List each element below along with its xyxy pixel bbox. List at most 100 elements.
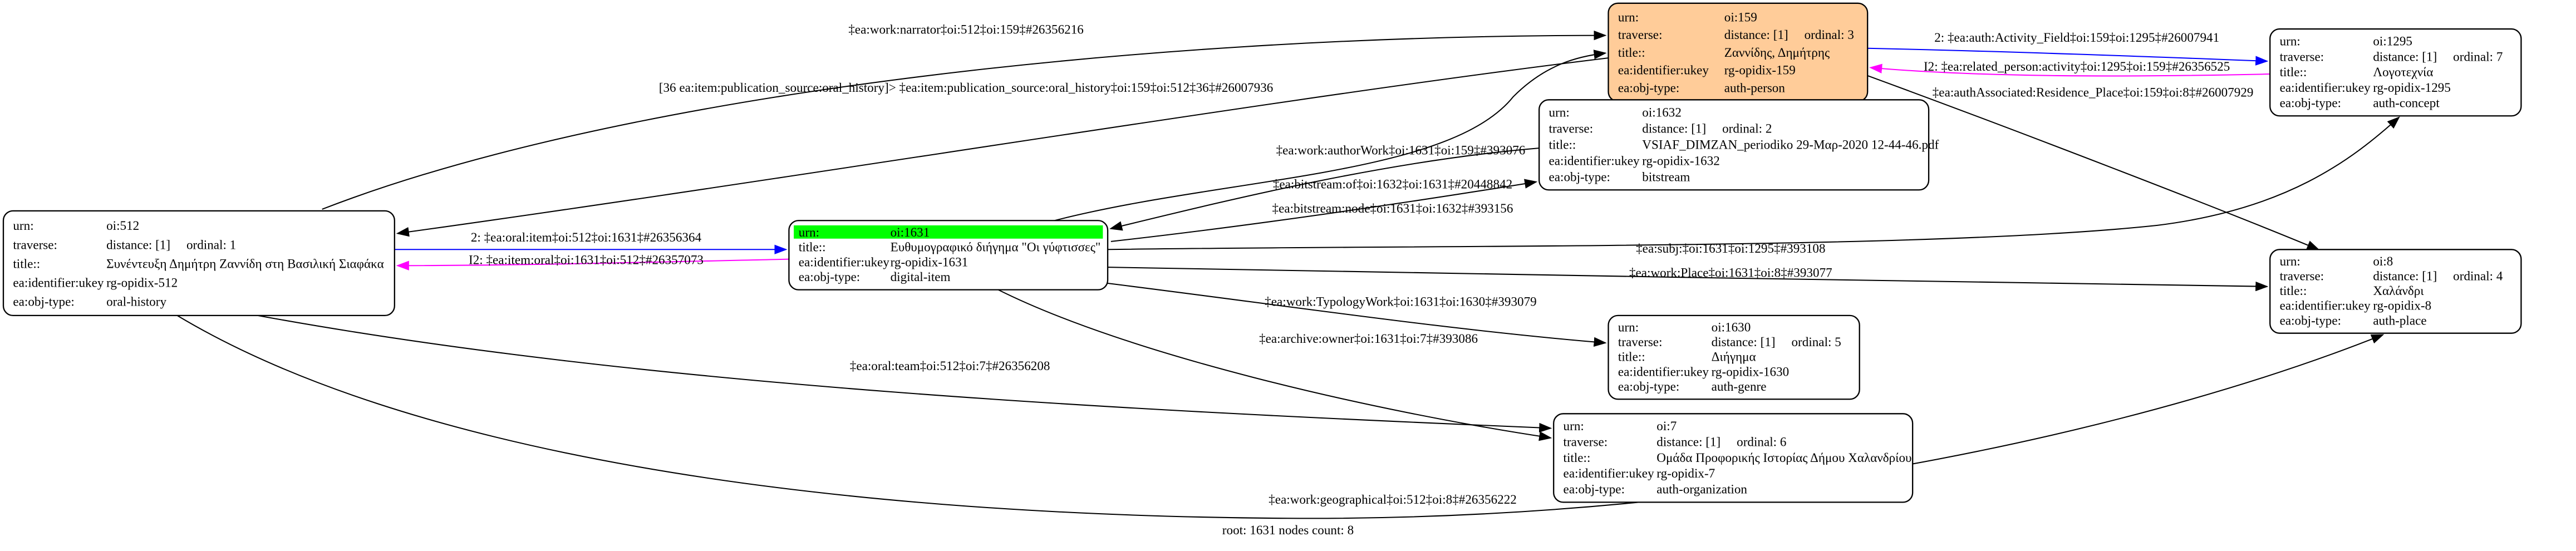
node-field-value: oi:159 <box>1724 10 1757 24</box>
node-field-value: Συνέντευξη Δημήτρη Ζαννίδη στη Βασιλική … <box>106 257 384 271</box>
graph-footer: root: 1631 nodes count: 8 <box>1222 523 1354 538</box>
edge-label: ‡ea:work:TypologyWork‡oi:1631‡oi:1630‡#3… <box>1265 295 1537 309</box>
graph-edge[interactable]: ‡ea:oral:team‡oi:512‡oi:7‡#26356208 <box>257 314 1552 433</box>
node-field-key: ea:identifier:ukey <box>799 255 890 269</box>
edge-label: I2: ‡ea:related_person:activity‡oi:1295‡… <box>1924 60 2230 74</box>
node-field-value: rg-opidix-7 <box>1656 466 1715 481</box>
node-field-value: distance: [1] ordinal: 7 <box>2373 50 2503 64</box>
edge-label: ‡ea:oral:team‡oi:512‡oi:7‡#26356208 <box>850 359 1050 373</box>
node-field-key: ea:identifier:ukey <box>13 276 104 291</box>
node-field-value: Διήγημα <box>1712 350 1756 365</box>
graph-edge[interactable]: ‡ea:work:narrator‡oi:512‡oi:159‡#2635621… <box>322 23 1607 210</box>
node-field-value: oi:7 <box>1656 419 1677 434</box>
node-field-value: distance: [1] ordinal: 3 <box>1724 28 1854 42</box>
node-field-value: auth-organization <box>1656 483 1747 497</box>
node-field-key: traverse: <box>2280 50 2324 64</box>
edge-line <box>257 314 1552 433</box>
node-field-key: title:: <box>799 240 826 255</box>
graph-edge[interactable]: ‡ea:bitstream:node‡oi:1631‡oi:1632‡#3931… <box>1110 179 1538 242</box>
edge-line <box>997 289 1552 441</box>
node-field-value: rg-opidix-8 <box>2373 299 2431 313</box>
node-field-key: urn: <box>1549 106 1570 120</box>
node-field-key: urn: <box>2280 254 2300 269</box>
node-field-key: ea:obj-type: <box>2280 96 2341 111</box>
edge-line <box>1867 75 2320 250</box>
node-field-key: title:: <box>13 257 40 271</box>
node-field-value: Ευθυμογραφικό διήγημα "Οι γύφτισσες" <box>891 240 1101 255</box>
edge-line <box>1107 283 1607 347</box>
node-field-value: rg-opidix-512 <box>106 276 178 291</box>
node-field-value: oi:512 <box>106 219 139 233</box>
node-field-key: ea:identifier:ukey <box>1618 365 1709 379</box>
graph-edge[interactable]: 2: ‡ea:oral:item‡oi:512‡oi:1631‡#2635636… <box>394 230 788 254</box>
edge-label: 2: ‡ea:oral:item‡oi:512‡oi:1631‡#2635636… <box>471 230 702 245</box>
edge-line <box>1109 147 1540 231</box>
edge-label: ‡ea:work:authorWork‡oi:1631‡oi:159‡#3930… <box>1276 144 1526 158</box>
node-box <box>2 210 395 317</box>
graph-edge[interactable]: ‡ea:work:geographical‡oi:512‡oi:8‡#26356… <box>176 315 2385 519</box>
node-field-value: rg-opidix-1295 <box>2373 81 2451 95</box>
node-field-value: VSIAF_DIMZAN_periodiko 29-Μαρ-2020 12-44… <box>1642 138 1939 152</box>
graph-edge[interactable]: ‡ea:work:Place‡oi:1631‡oi:8‡#393077 <box>1108 265 2269 292</box>
graph-edge[interactable]: I2: ‡ea:item:oral‡oi:1631‡oi:512‡#263570… <box>396 253 789 270</box>
edge-label: ‡ea:archive:owner‡oi:1631‡oi:7‡#393086 <box>1259 332 1478 346</box>
node-field-key: title:: <box>2280 65 2307 80</box>
nodes-layer: urn: oi:512 traverse: distance: [1] ordinal… <box>2 2 2522 503</box>
graph-edge[interactable]: ‡ea:bitstream:of‡oi:1632‡oi:1631‡#204488… <box>1109 147 1540 231</box>
node-field-value: distance: [1] ordinal: 1 <box>106 238 236 252</box>
node-field-value: oi:1295 <box>2373 35 2412 49</box>
node-field-value: Χαλάνδρι <box>2373 284 2424 298</box>
node-field-key: ea:identifier:ukey <box>1618 63 1709 78</box>
graph-edge[interactable]: 2: ‡ea:auth:Activity_Field‡oi:159‡oi:129… <box>1867 31 2269 66</box>
edge-line <box>396 258 789 270</box>
node-field-value: bitstream <box>1642 170 1690 184</box>
node-field-value: distance: [1] ordinal: 4 <box>2373 269 2503 284</box>
node-field-key: ea:obj-type: <box>799 270 860 284</box>
edge-line <box>1869 63 2270 77</box>
node-field-value: Ζαννίδης, Δημήτρης <box>1724 46 1830 60</box>
edge-label: ‡ea:work:Place‡oi:1631‡oi:8‡#393077 <box>1629 265 1832 280</box>
edge-line <box>396 57 1609 237</box>
node-field-key: urn: <box>13 219 33 233</box>
edge-label: ‡ea:subj:‡oi:1631‡oi:1295‡#393108 <box>1636 242 1825 256</box>
graph-edge[interactable]: ‡ea:work:authorWork‡oi:1631‡oi:159‡#3930… <box>1054 50 1607 222</box>
node-field-value: oi:1630 <box>1712 321 1751 335</box>
node-box <box>1538 99 1930 191</box>
node-field-key: urn: <box>1564 419 1584 434</box>
edge-label: ‡ea:bitstream:of‡oi:1632‡oi:1631‡#204488… <box>1273 177 1512 191</box>
node-field-key: urn: <box>799 225 819 240</box>
node-field-key: traverse: <box>1564 435 1608 450</box>
node-field-value: oi:1631 <box>891 225 930 240</box>
graph-edge[interactable]: ‡ea:authAssociated:Residence_Place‡oi:15… <box>1867 75 2320 250</box>
node-field-key: traverse: <box>1618 28 1663 42</box>
edges-layer: ‡ea:work:narrator‡oi:512‡oi:159‡#2635621… <box>176 23 2400 519</box>
node-box <box>2269 249 2522 334</box>
node-field-value: rg-opidix-159 <box>1724 63 1796 78</box>
node-box <box>2269 28 2522 117</box>
node-field-value: auth-concept <box>2373 96 2440 111</box>
node-field-key: ea:obj-type: <box>1618 380 1679 394</box>
graph-edge[interactable]: [36 ea:item:publication_source:oral_hist… <box>396 57 1609 237</box>
node-field-key: title:: <box>1618 350 1645 365</box>
graph-edge[interactable]: ‡ea:subj:‡oi:1631‡oi:1295‡#393108 <box>1108 116 2400 256</box>
node-field-value: oi:1632 <box>1642 106 1682 120</box>
node-field-key: ea:identifier:ukey <box>2280 299 2371 313</box>
graph-edge[interactable]: ‡ea:work:TypologyWork‡oi:1631‡oi:1630‡#3… <box>1107 283 1607 347</box>
node-field-value: distance: [1] ordinal: 5 <box>1712 335 1841 350</box>
edge-line <box>322 30 1607 210</box>
node-field-value: oi:8 <box>2373 254 2393 269</box>
edge-label: ‡ea:bitstream:node‡oi:1631‡oi:1632‡#3931… <box>1272 201 1513 216</box>
graph-edge[interactable]: ‡ea:archive:owner‡oi:1631‡oi:7‡#393086 <box>997 289 1552 441</box>
edge-label: 2: ‡ea:auth:Activity_Field‡oi:159‡oi:129… <box>1934 31 2219 45</box>
node-field-key: urn: <box>1618 321 1639 335</box>
node-field-value: auth-place <box>2373 313 2426 328</box>
graph-edge[interactable]: I2: ‡ea:related_person:activity‡oi:1295‡… <box>1869 60 2270 77</box>
